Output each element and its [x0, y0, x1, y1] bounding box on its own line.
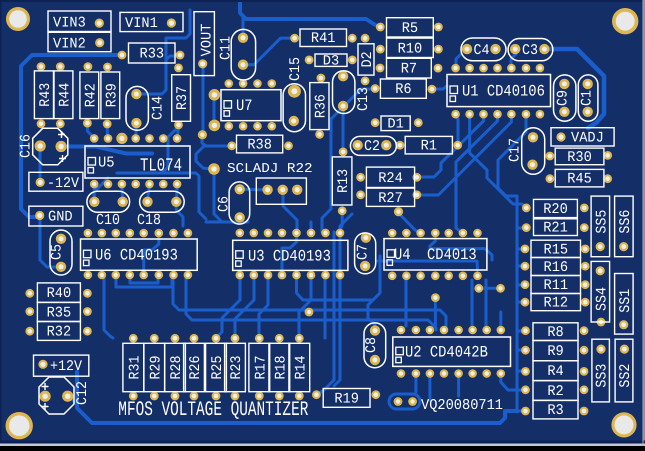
svg-text:C17: C17 — [508, 138, 524, 162]
svg-text:D3: D3 — [323, 54, 339, 70]
svg-text:C9: C9 — [556, 90, 572, 106]
svg-text:R4: R4 — [547, 364, 564, 380]
svg-text:SS2: SS2 — [618, 364, 634, 388]
svg-text:SS3: SS3 — [595, 364, 611, 388]
svg-text:MFOS VOLTAGE QUANTIZER: MFOS VOLTAGE QUANTIZER — [118, 399, 308, 422]
svg-text:R39: R39 — [104, 83, 120, 107]
svg-text:R42: R42 — [83, 83, 99, 107]
svg-text:R28: R28 — [169, 356, 185, 380]
svg-text:R37: R37 — [175, 86, 191, 110]
svg-text:R15: R15 — [544, 242, 569, 258]
svg-text:VIN3: VIN3 — [53, 16, 86, 32]
svg-text:U6 CD40193: U6 CD40193 — [95, 247, 178, 265]
svg-text:C7: C7 — [356, 244, 372, 260]
svg-text:R18: R18 — [273, 356, 289, 380]
svg-text:R40: R40 — [47, 286, 72, 302]
svg-text:U1 CD40106: U1 CD40106 — [462, 83, 545, 101]
svg-text:U4: U4 — [394, 246, 411, 264]
svg-text:R11: R11 — [544, 278, 569, 294]
svg-text:VADJ: VADJ — [571, 131, 604, 147]
svg-text:R7: R7 — [401, 62, 417, 78]
svg-text:R19: R19 — [334, 391, 359, 407]
svg-text:R12: R12 — [544, 296, 569, 312]
svg-text:C13: C13 — [356, 87, 372, 111]
svg-text:C8: C8 — [364, 337, 380, 353]
svg-text:C16: C16 — [19, 134, 35, 158]
svg-text:R26: R26 — [188, 356, 204, 380]
svg-text:R45: R45 — [567, 172, 592, 188]
svg-text:SS1: SS1 — [618, 289, 634, 313]
svg-text:C15: C15 — [288, 57, 304, 81]
svg-text:R41: R41 — [311, 31, 336, 47]
svg-text:R32: R32 — [47, 324, 72, 340]
svg-text:VOUT: VOUT — [200, 23, 216, 56]
svg-text:C6: C6 — [217, 196, 233, 212]
svg-text:R31: R31 — [127, 355, 143, 379]
svg-text:R23: R23 — [229, 356, 245, 380]
svg-text:R9: R9 — [547, 344, 563, 360]
svg-text:TL074: TL074 — [140, 156, 182, 177]
svg-text:D2: D2 — [360, 51, 376, 67]
svg-text:SS6: SS6 — [618, 210, 634, 234]
svg-text:R17: R17 — [253, 356, 269, 380]
svg-text:C12: C12 — [75, 381, 91, 405]
svg-text:C10: C10 — [96, 211, 120, 229]
svg-text:R16: R16 — [544, 260, 569, 276]
svg-text:R3: R3 — [547, 403, 563, 419]
svg-text:R43: R43 — [38, 83, 54, 107]
svg-text:VIN1: VIN1 — [125, 16, 158, 32]
svg-text:R8: R8 — [547, 325, 563, 341]
svg-text:R20: R20 — [543, 202, 568, 218]
svg-text:U5: U5 — [98, 155, 115, 172]
svg-text:R30: R30 — [567, 150, 592, 166]
svg-text:C3: C3 — [522, 43, 538, 59]
svg-text:R24: R24 — [378, 171, 403, 187]
svg-text:C2: C2 — [364, 139, 380, 155]
svg-text:R14: R14 — [293, 355, 309, 379]
svg-text:R36: R36 — [313, 94, 329, 118]
svg-text:VIN2: VIN2 — [53, 37, 86, 53]
svg-text:+12V: +12V — [50, 359, 82, 375]
svg-text:R21: R21 — [543, 221, 568, 237]
svg-text:CD4013: CD4013 — [427, 246, 477, 264]
svg-text:R33: R33 — [140, 47, 165, 63]
svg-text:U3 CD40193: U3 CD40193 — [248, 247, 331, 265]
svg-text:-12V: -12V — [47, 176, 79, 192]
svg-text:VQ20080711: VQ20080711 — [421, 397, 503, 414]
svg-text:R13: R13 — [336, 169, 352, 193]
svg-text:R29: R29 — [148, 356, 164, 380]
svg-text:R44: R44 — [58, 83, 74, 107]
svg-text:R25: R25 — [210, 356, 226, 380]
svg-text:C5: C5 — [50, 244, 66, 260]
svg-text:SCLADJ R22: SCLADJ R22 — [227, 162, 313, 177]
svg-text:R35: R35 — [47, 305, 72, 321]
svg-text:U7: U7 — [236, 97, 253, 115]
svg-text:R2: R2 — [547, 384, 563, 400]
svg-text:D1: D1 — [387, 117, 403, 133]
svg-text:R27: R27 — [378, 191, 403, 207]
svg-text:SS5: SS5 — [594, 210, 610, 234]
svg-text:R38: R38 — [247, 138, 272, 154]
svg-text:U2 CD4042B: U2 CD4042B — [405, 344, 488, 362]
svg-text:R5: R5 — [402, 21, 418, 37]
svg-text:C4: C4 — [473, 43, 489, 59]
svg-text:C1: C1 — [580, 90, 596, 106]
svg-text:C14: C14 — [151, 96, 167, 120]
svg-text:C11: C11 — [219, 36, 235, 60]
svg-text:GND: GND — [48, 210, 73, 226]
svg-text:C18: C18 — [137, 211, 161, 229]
svg-text:R10: R10 — [398, 41, 423, 57]
svg-text:R1: R1 — [421, 139, 438, 155]
svg-text:R6: R6 — [395, 82, 411, 98]
svg-text:SS4: SS4 — [594, 287, 610, 311]
